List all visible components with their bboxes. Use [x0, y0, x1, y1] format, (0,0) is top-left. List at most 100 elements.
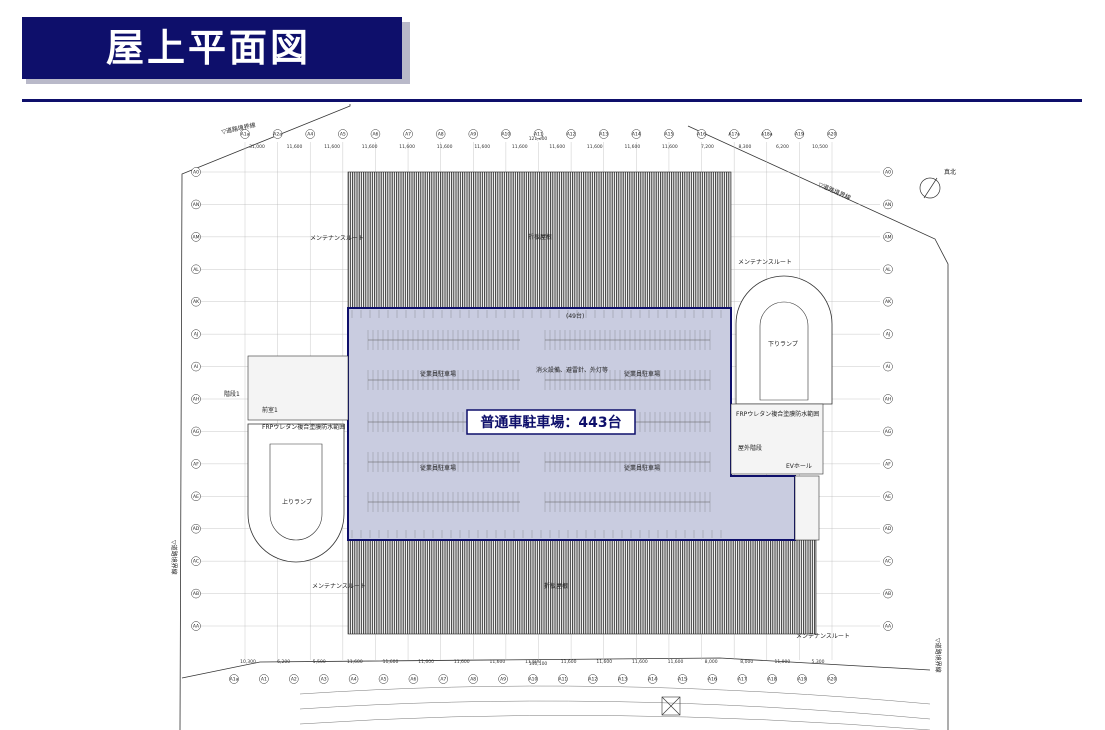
axis-label-side: AI — [886, 364, 890, 370]
maintenance-route-label-3: メンテナンスルート — [312, 583, 366, 590]
axis-bubble-bottom — [827, 674, 837, 684]
axis-label-side: AL — [193, 267, 199, 273]
dim-top: 11,600 — [474, 144, 490, 150]
axis-bubble-side — [191, 329, 201, 339]
staff-parking-label-1: 従業員駐車場 — [420, 370, 456, 378]
axis-label-top: A14 — [632, 132, 641, 138]
title-underline — [22, 99, 1082, 102]
axis-label-side: AD — [885, 526, 892, 532]
axis-label-bottom: A12 — [588, 677, 597, 683]
axis-label-bottom: A19 — [798, 677, 807, 683]
axis-label-bottom: A14 — [648, 677, 657, 683]
axis-bubble-bottom — [797, 674, 807, 684]
axis-bubble-top — [435, 129, 446, 139]
axis-bubble-top — [827, 129, 837, 139]
outdoor-stairs-label: 屋外階段 — [738, 444, 762, 452]
axis-label-top: A19 — [795, 132, 804, 138]
axis-bubble-side — [883, 588, 893, 599]
dim-bottom: 11,600 — [668, 659, 684, 665]
axis-bubble-bottom — [498, 674, 508, 684]
axis-label-bottom: A9 — [500, 677, 506, 683]
axis-bubble-side — [191, 556, 201, 566]
dim-top: 11,600 — [324, 144, 340, 150]
dim-bottom: 8,000 — [740, 659, 753, 665]
outdoor-stairs — [794, 475, 820, 541]
up-ramp-inner — [269, 443, 323, 541]
axis-bubble-side — [191, 167, 201, 177]
anteroom-label: 前室1 — [262, 406, 278, 414]
axis-label-bottom: A15 — [678, 677, 687, 683]
dim-top: 11,600 — [512, 144, 528, 150]
road-boundary-label-bottom: ▽道路境界線 — [934, 638, 942, 673]
axis-bubble-side — [883, 264, 893, 275]
site-boundary — [179, 104, 351, 730]
axis-bubble-bottom — [348, 674, 359, 684]
axis-label-bottom: A4 — [351, 677, 357, 683]
axis-label-side: AI — [194, 364, 198, 370]
dim-top: 7,200 — [701, 144, 714, 150]
axis-bubble-side — [883, 621, 893, 631]
axis-label-side: AM — [885, 234, 892, 240]
axis-label-side: AM — [193, 234, 200, 240]
axis-bubble-bottom — [528, 674, 538, 684]
axis-label-side: AJ — [194, 332, 198, 338]
axis-label-top: A15 — [665, 132, 674, 138]
axis-label-side: AC — [885, 559, 891, 565]
axis-label-side: AJ — [886, 332, 890, 338]
down-ramp-inner — [759, 301, 809, 401]
axis-bubble-top — [468, 129, 479, 139]
maintenance-route-label-1: メンテナンスルート — [310, 235, 364, 242]
axis-label-side: AN — [885, 202, 891, 208]
axis-bubble-side — [191, 232, 201, 242]
dim-top: 10,500 — [812, 144, 828, 150]
axis-label-bottom: A5 — [381, 677, 387, 683]
axis-bubble-side — [883, 199, 893, 210]
site-boundary-bottom — [181, 657, 931, 679]
axis-bubble-bottom — [229, 674, 239, 684]
axis-bubble-bottom — [558, 674, 568, 684]
axis-label-bottom: A18 — [768, 677, 777, 683]
axis-bubble-side — [191, 199, 201, 210]
total-width-top: 121,600 — [529, 136, 548, 142]
stair-core-left — [247, 355, 349, 421]
axis-bubble-bottom — [318, 674, 329, 684]
axis-label-bottom: A20 — [828, 677, 837, 683]
dim-bottom: 11,600 — [561, 659, 577, 665]
axis-bubble-bottom — [438, 674, 449, 684]
dim-top: 8,300 — [738, 144, 751, 150]
dim-bottom: 11,600 — [418, 659, 434, 665]
axis-label-top: A10 — [501, 132, 510, 138]
dim-top: 6,200 — [776, 144, 789, 150]
axis-label-side: A0 — [193, 170, 199, 176]
axis-bubble-top — [664, 129, 674, 139]
axis-bubble-bottom — [647, 674, 658, 684]
axis-bubble-side — [883, 167, 893, 177]
axis-label-side: AB — [885, 591, 891, 597]
frp-label-left: FRPウレタン複合塗膜防水範囲 — [262, 423, 345, 431]
axis-bubble-top — [598, 129, 609, 139]
axis-bubble-top — [729, 129, 739, 139]
axis-label-bottom: A1 — [261, 677, 267, 683]
main-parking-label: 普通車駐車場：443台 — [480, 414, 621, 431]
north-arrow-icon — [919, 177, 941, 199]
axis-bubble-bottom — [707, 674, 718, 684]
dim-top: 11,600 — [587, 144, 603, 150]
axis-label-side: AC — [193, 559, 199, 565]
roof-north-label: 折板屋根 — [528, 233, 552, 241]
dim-bottom: 11,600 — [490, 659, 506, 665]
axis-bubble-side — [883, 426, 893, 437]
axis-bubble-top — [566, 129, 576, 139]
axis-label-side: AE — [193, 494, 199, 500]
dim-top: 31,000 — [249, 144, 265, 150]
axis-label-top: A17a — [728, 132, 740, 138]
axis-bubble-side — [191, 394, 201, 404]
axis-label-bottom: A1a — [230, 677, 239, 683]
maintenance-route-label-2: メンテナンスルート — [738, 259, 792, 266]
axis-bubble-side — [191, 523, 201, 534]
axis-label-top: A18a — [761, 132, 773, 138]
axis-label-top: A1a — [241, 132, 250, 138]
dim-bottom: 11,600 — [454, 659, 470, 665]
axis-bubble-top — [533, 129, 544, 139]
axis-bubble-top — [631, 129, 642, 139]
axis-bubble-side — [883, 394, 893, 404]
